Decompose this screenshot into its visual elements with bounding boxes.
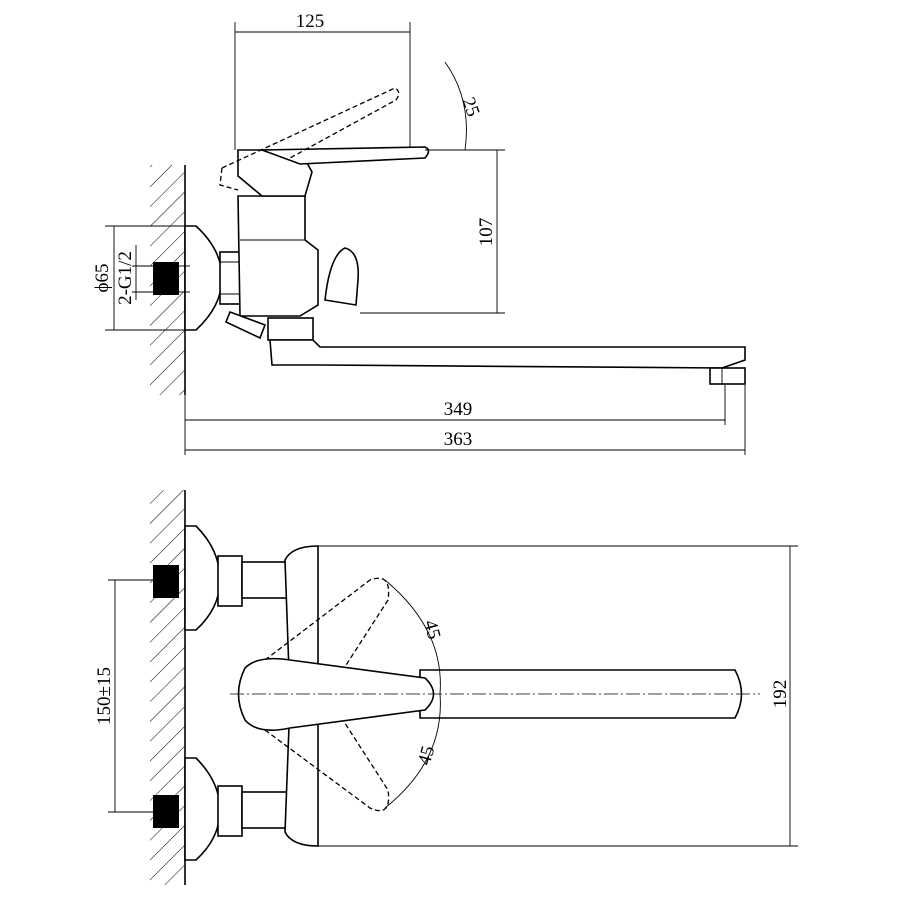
spout bbox=[269, 339, 746, 369]
escutcheon-top bbox=[184, 525, 221, 631]
lever bbox=[237, 657, 435, 731]
lever-right-dashed bbox=[264, 699, 390, 812]
inlet-nipple-top bbox=[153, 565, 179, 598]
top-view: 45 45 192 150±15 bbox=[94, 490, 798, 885]
dim-arc-25 bbox=[444, 61, 467, 151]
aerator bbox=[709, 367, 746, 385]
dim-lever-angle: 25 bbox=[457, 95, 483, 120]
dim-arc-45-down bbox=[384, 693, 441, 809]
inlet-nipple-bottom bbox=[153, 795, 179, 828]
spout bbox=[419, 669, 743, 719]
dim-height: 107 bbox=[476, 218, 497, 247]
dim-escutcheon-diameter: ϕ65 bbox=[92, 263, 113, 292]
dim-arc-45-up bbox=[384, 579, 441, 695]
lever bbox=[261, 146, 430, 165]
dim-spout-reach: 349 bbox=[444, 399, 473, 420]
nut-bottom bbox=[217, 785, 243, 837]
dim-depth: 192 bbox=[770, 680, 791, 709]
dim-center-distance: 150±15 bbox=[94, 667, 115, 725]
side-view: 125 25 107 ϕ65 2-G1/2 349 363 bbox=[92, 11, 746, 455]
escutcheon-bottom bbox=[184, 757, 221, 861]
spout-collar bbox=[267, 317, 314, 341]
side-knob bbox=[224, 310, 267, 340]
valve-body bbox=[237, 195, 319, 317]
escutcheon bbox=[184, 225, 223, 331]
dim-angle-down: 45 bbox=[414, 744, 439, 768]
diverter-knob bbox=[324, 247, 360, 306]
lever-raised-dashed bbox=[221, 87, 400, 169]
dim-thread: 2-G1/2 bbox=[115, 251, 136, 305]
inlet-nipple bbox=[153, 262, 179, 295]
dim-total-length: 363 bbox=[444, 429, 473, 450]
dim-angle-up: 45 bbox=[419, 618, 444, 642]
nut-top bbox=[217, 555, 243, 607]
dim-lever-reach: 125 bbox=[296, 11, 325, 32]
